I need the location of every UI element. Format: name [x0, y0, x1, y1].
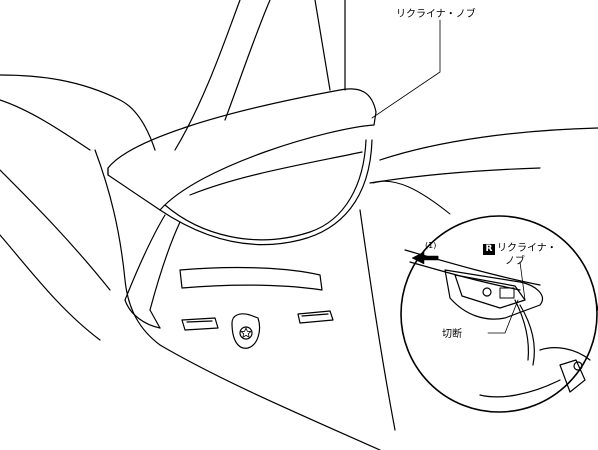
seat-cushion-side — [124, 127, 598, 450]
arrow-left-icon — [411, 251, 439, 265]
step-number-label: (1) — [425, 241, 437, 250]
star-in-circle-icon — [231, 313, 261, 349]
detail-part-label-line2: ノブ — [505, 256, 525, 267]
seat-panel-recess — [179, 266, 323, 291]
r-badge: R — [483, 243, 495, 255]
leader-lines — [371, 19, 451, 215]
detail-magnifier — [400, 215, 598, 413]
reclining-knob — [107, 88, 377, 246]
seat-back-outline — [0, 0, 346, 346]
detail-part-label: R リクライナ・ — [483, 243, 557, 255]
disconnect-label: 切断 — [442, 329, 462, 340]
reclining-knob-label: リクライナ・ノブ — [396, 9, 476, 20]
detail-part-label-line1: リクライナ・ — [497, 243, 557, 254]
clip-slots — [181, 310, 334, 331]
